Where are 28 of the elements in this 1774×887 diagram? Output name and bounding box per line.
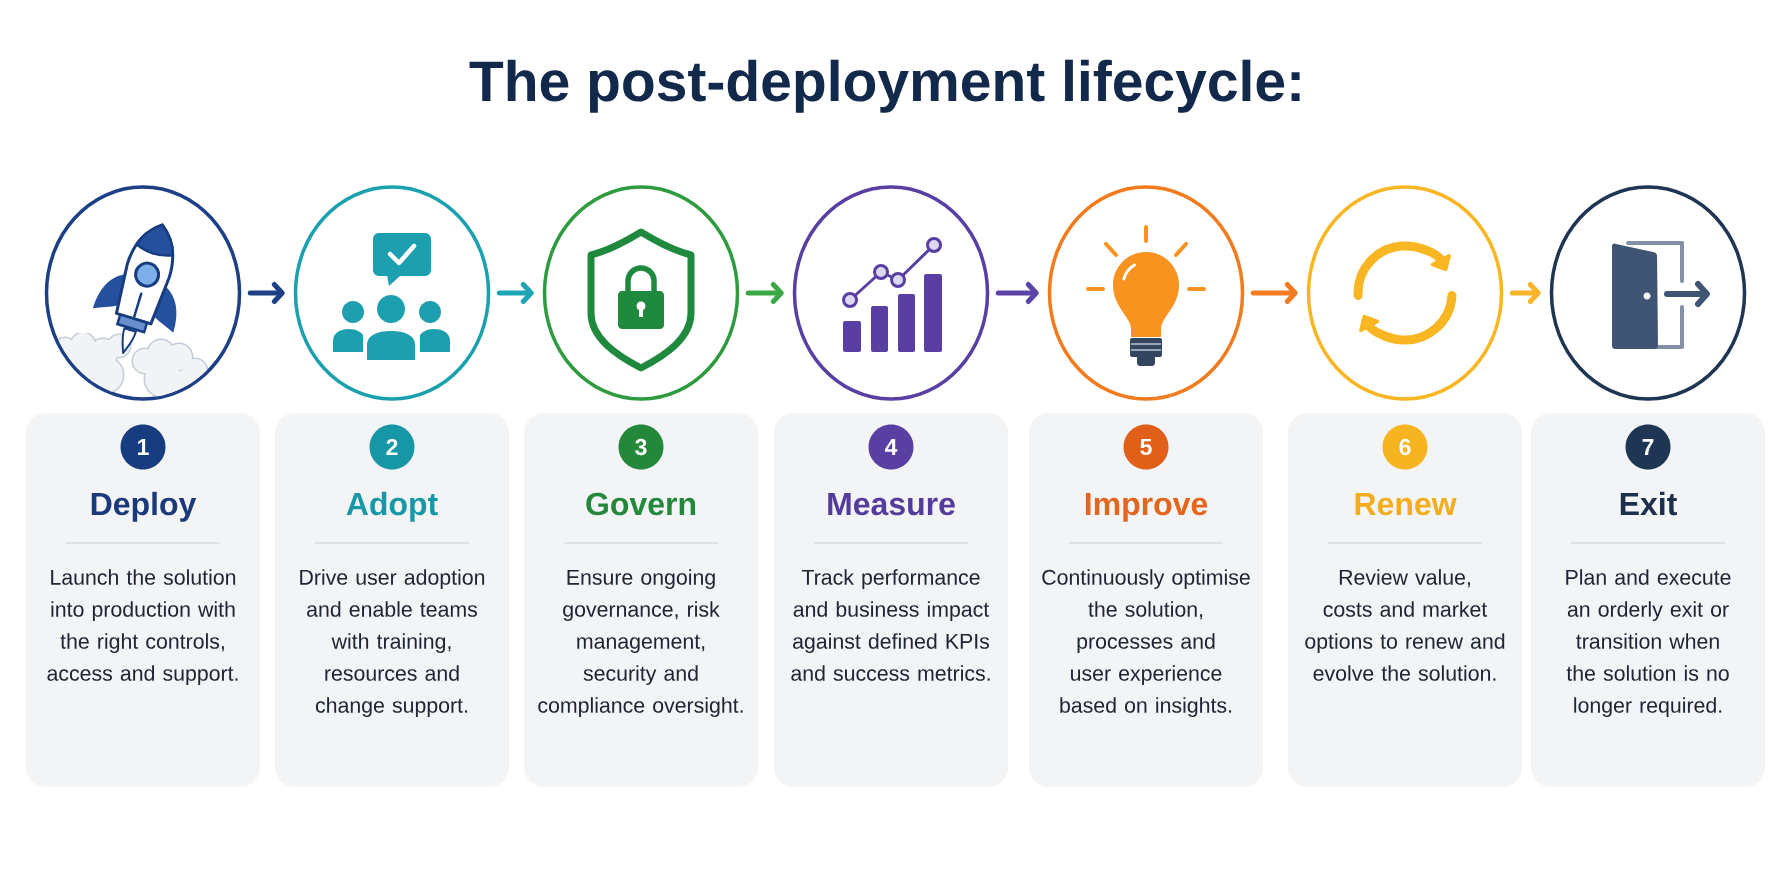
step-heading: Deploy <box>91 491 197 522</box>
step-heading: Renew <box>1355 493 1457 516</box>
arrow <box>995 282 1039 304</box>
step-description: Review value, costs and market options to renew and evolve the solution. <box>1305 569 1505 681</box>
arrow <box>496 282 534 304</box>
arrow <box>745 282 784 304</box>
arrow <box>1250 282 1298 304</box>
step-description: Drive user adoption and enable teams with training, resources and change support. <box>300 569 485 718</box>
step-description: Ensure ongoing governance, risk management, security and compliance oversight. <box>538 569 743 718</box>
step-heading: Adopt <box>346 491 438 522</box>
number-badge: 6 <box>1382 424 1428 470</box>
step-description: Continuously optimise the solution, processes and user experience based on insights. <box>1042 569 1250 718</box>
number-badge: 5 <box>1123 424 1169 470</box>
step-description: Track performance and business impact against defined KPIs and success metrics. <box>791 569 990 681</box>
step-heading: Govern <box>586 492 696 516</box>
step-heading: Improve <box>1085 493 1208 522</box>
number-badge: 7 <box>1625 424 1671 470</box>
number-badge: 3 <box>618 424 664 470</box>
number-badge: 4 <box>868 424 914 470</box>
step-heading: Exit <box>1620 491 1677 516</box>
number-badge: 1 <box>120 424 166 470</box>
step-heading: Measure <box>828 493 955 516</box>
title: The post-deployment lifecycle: <box>469 59 1300 113</box>
step-description: Plan and execute an orderly exit or transition when the solution is no longer required. <box>1566 569 1731 718</box>
arrow <box>247 282 285 304</box>
number-badge: 2 <box>369 424 415 470</box>
step-description: Launch the solution into production with the right controls, access and support. <box>47 569 238 686</box>
arrow <box>1509 282 1541 304</box>
